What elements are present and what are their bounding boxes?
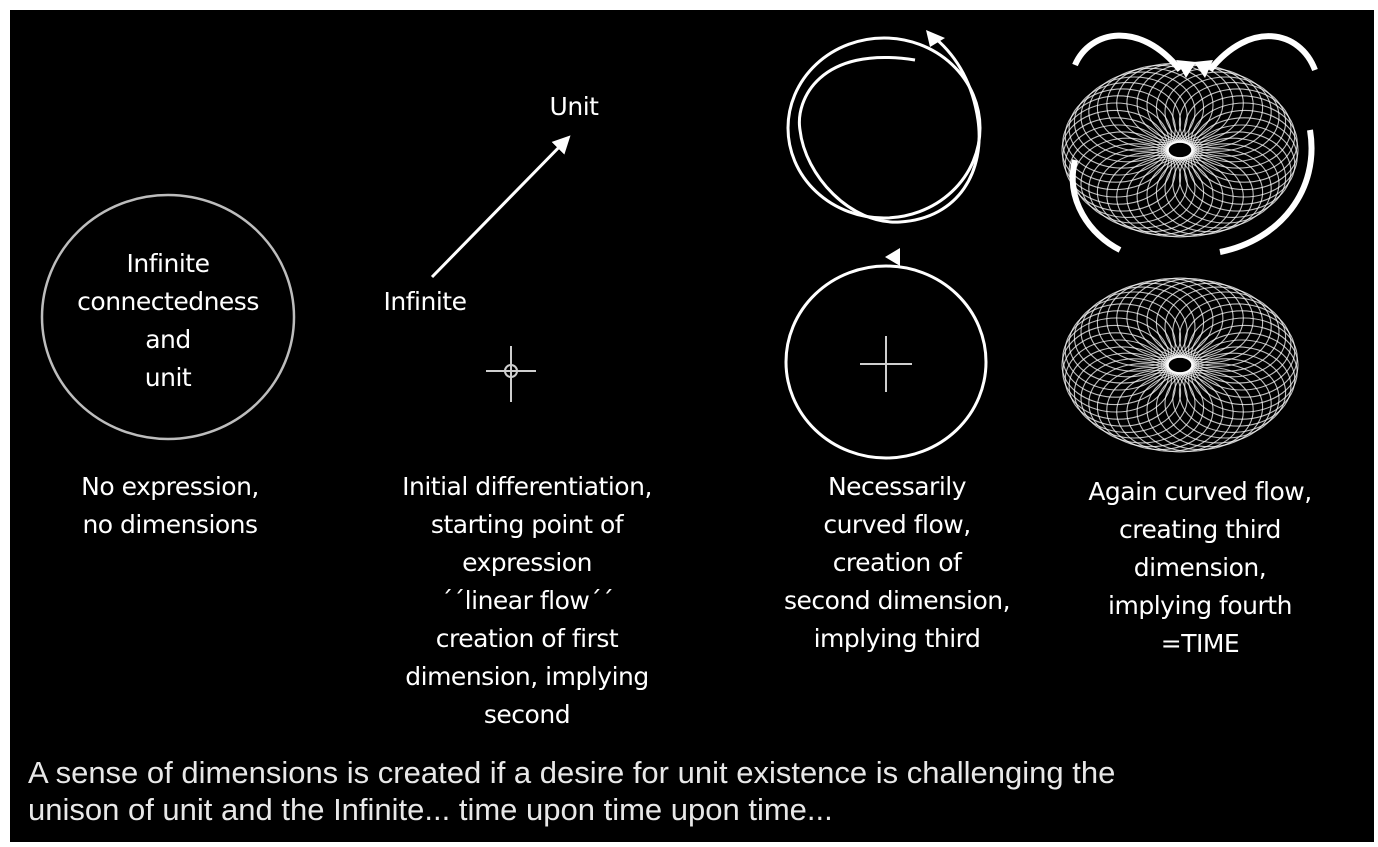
torus-ring xyxy=(1137,64,1243,143)
torus-ring xyxy=(1107,155,1213,234)
torus-ring xyxy=(1147,65,1253,144)
no-expression-caption: No expression, no dimensions xyxy=(30,468,310,544)
torus-ring xyxy=(1117,64,1223,143)
curved-flow-caption: Necessarily curved flow, creation of sec… xyxy=(752,468,1042,658)
torus-ring xyxy=(1065,96,1171,175)
curved-flow-circle-icon xyxy=(786,248,986,458)
torus-ring xyxy=(1065,311,1171,390)
unit-label: Unit xyxy=(534,88,614,126)
infinite-label: Infinite xyxy=(370,283,480,321)
torus-ring xyxy=(1189,125,1295,204)
infinite-circle-text: Infinite connectedness and unit xyxy=(48,245,288,397)
torus-ring xyxy=(1065,125,1171,204)
torus-ring xyxy=(1137,279,1243,358)
torus-with-arrows-icon xyxy=(1062,63,1298,237)
torus-ring xyxy=(1147,280,1253,359)
torus-ring xyxy=(1107,370,1213,449)
torus-ring xyxy=(1137,372,1243,451)
torus-ring xyxy=(1189,96,1295,175)
torus-icon xyxy=(1062,278,1298,452)
torus-ring xyxy=(1107,280,1213,359)
spiral-flow-icon xyxy=(788,30,980,222)
linear-flow-arrow xyxy=(432,138,568,277)
torus-ring xyxy=(1065,340,1171,419)
torus-ring xyxy=(1189,340,1295,419)
footer-caption: A sense of dimensions is created if a de… xyxy=(28,754,1368,828)
starting-point-crosshair xyxy=(486,346,536,402)
torus-ring xyxy=(1189,311,1295,390)
torus-ring xyxy=(1117,279,1223,358)
torus-ring xyxy=(1117,372,1223,451)
again-curved-flow-caption: Again curved flow, creating third dimens… xyxy=(1050,473,1350,663)
torus-ring xyxy=(1117,157,1223,236)
initial-differentiation-caption: Initial differentiation, starting point … xyxy=(352,468,702,734)
torus-ring xyxy=(1137,157,1243,236)
torus-ring xyxy=(1107,65,1213,144)
